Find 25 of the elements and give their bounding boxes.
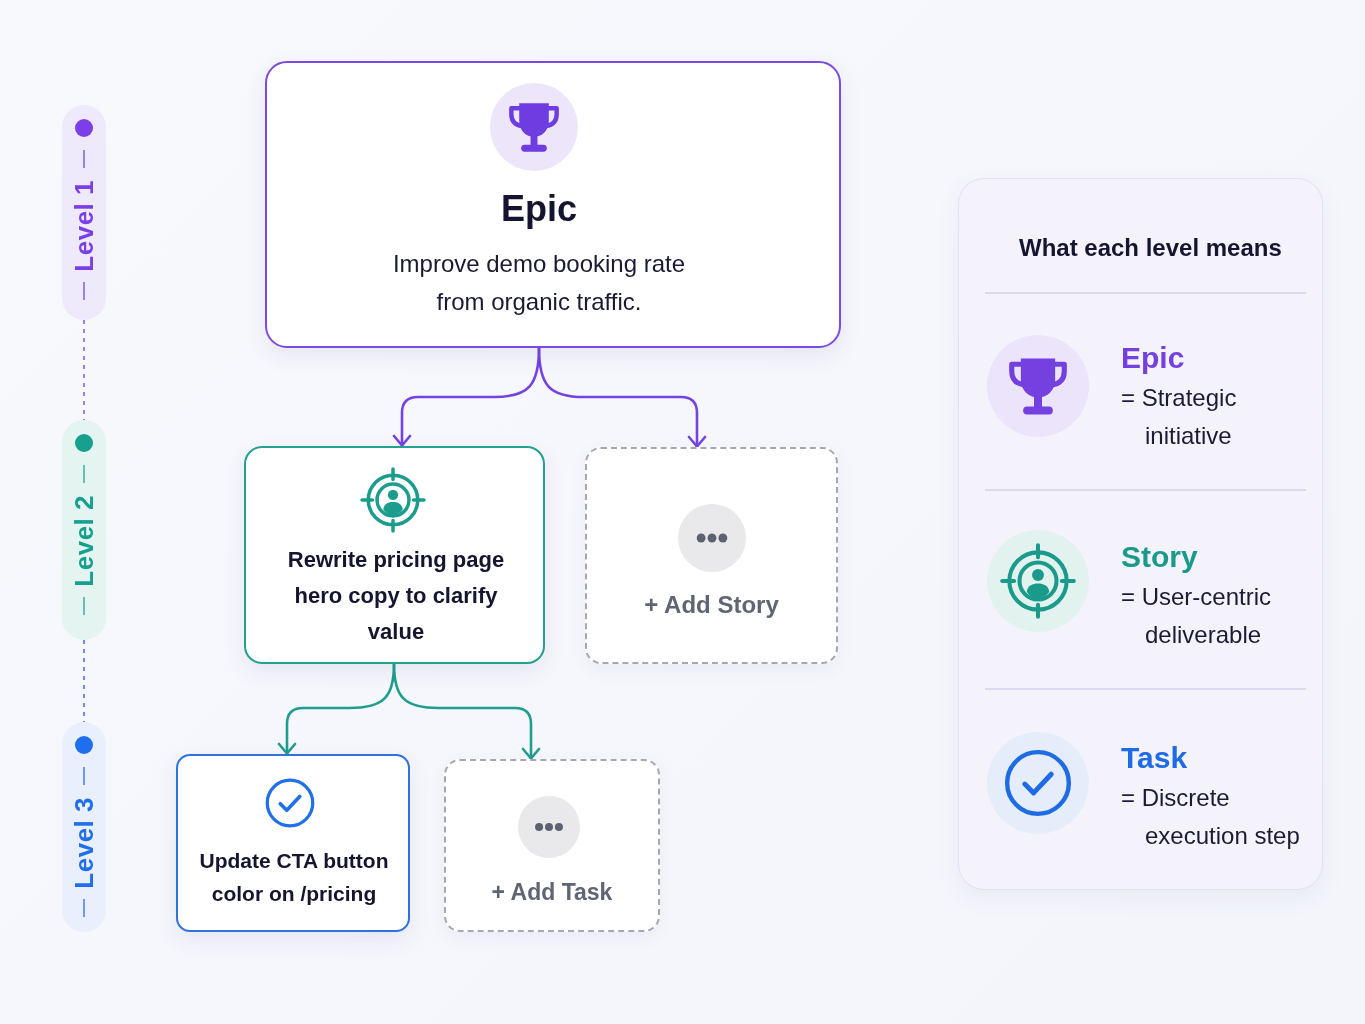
story-card xyxy=(244,446,545,664)
placeholder-card xyxy=(585,447,838,664)
add-label: + Add Story xyxy=(643,590,780,620)
card-title: Epic xyxy=(500,187,578,231)
card-text: Update CTA button color on /pricing xyxy=(198,848,390,907)
placeholder-card xyxy=(444,759,660,932)
card-description: Improve demo booking rate from organic traffic. xyxy=(391,249,687,317)
add-label: + Add Task xyxy=(490,878,614,907)
level-label: Level 2 xyxy=(69,495,99,587)
level-label: Level 1 xyxy=(69,180,99,272)
level-pill xyxy=(62,105,106,320)
connector-line xyxy=(83,319,85,421)
arrow xyxy=(392,662,541,761)
legend-text: Story = User-centric deliverable xyxy=(1121,539,1273,650)
epic-card xyxy=(265,61,841,348)
legend-heading: What each level means xyxy=(1019,233,1282,263)
level-label: Level 3 xyxy=(69,797,99,889)
legend-text: Task = Discrete execution step xyxy=(1121,740,1301,851)
connector-line xyxy=(83,639,85,723)
task-card xyxy=(176,754,410,932)
level-pill xyxy=(62,420,106,640)
arrow xyxy=(537,346,707,449)
legend-text: Epic = Strategic initiative xyxy=(1121,340,1238,451)
level-pill xyxy=(62,722,106,932)
card-text: Rewrite pricing page hero copy to clarify value xyxy=(286,546,506,646)
